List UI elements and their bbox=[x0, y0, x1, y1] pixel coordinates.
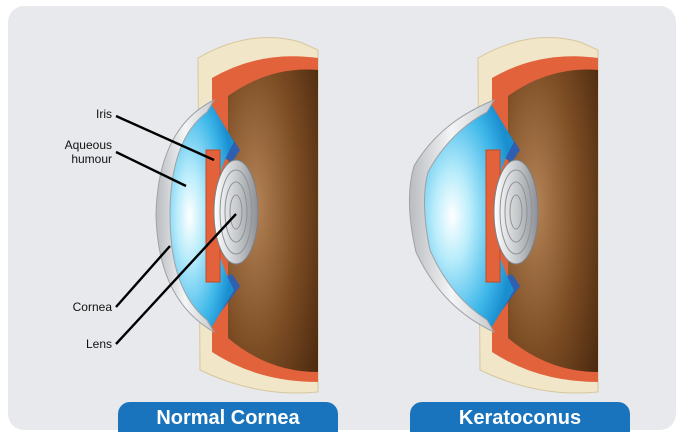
lens-label: Lens bbox=[56, 337, 112, 351]
aqueous-humour-label: Aqueous humour bbox=[38, 138, 112, 166]
lens bbox=[494, 160, 538, 264]
cornea-pointer bbox=[116, 246, 170, 307]
keratoconus-eye bbox=[409, 38, 598, 394]
cornea-label: Cornea bbox=[40, 300, 112, 314]
normal-eye bbox=[156, 38, 318, 394]
normal-cornea-caption: Normal Cornea bbox=[118, 402, 338, 432]
iris-label: Iris bbox=[56, 107, 112, 121]
lens bbox=[214, 160, 258, 264]
keratoconus-caption: Keratoconus bbox=[410, 402, 630, 432]
